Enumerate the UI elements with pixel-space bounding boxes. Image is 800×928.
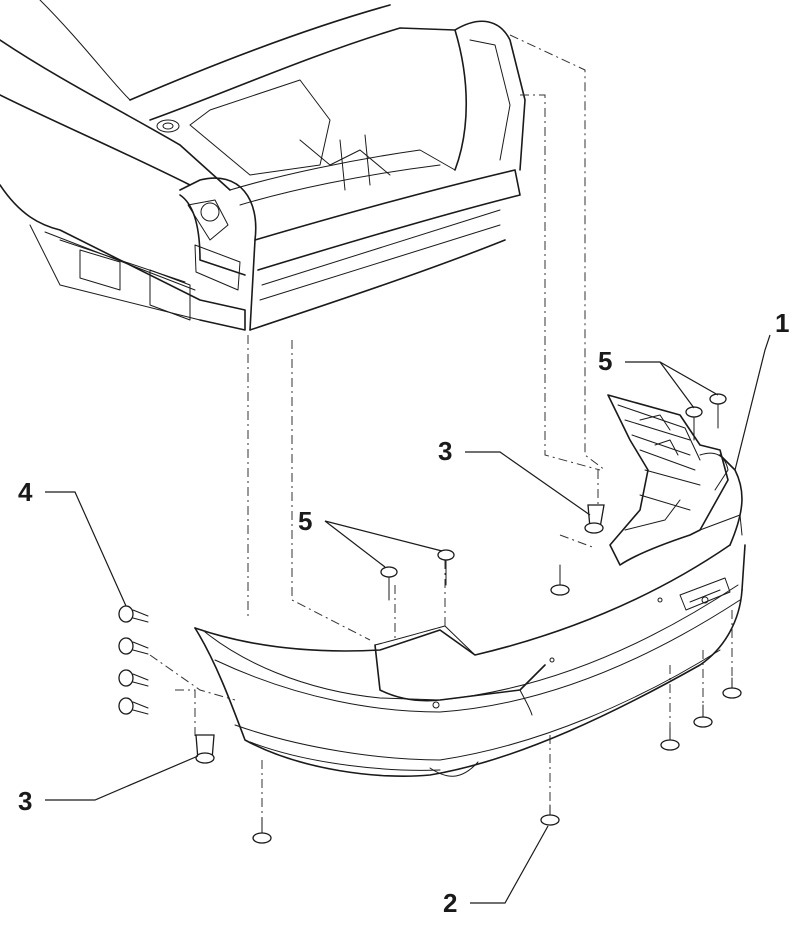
screw-2-r2 — [693, 704, 713, 728]
bumper-guide-bracket — [607, 394, 729, 566]
screw-2-r3 — [722, 677, 742, 699]
callout-3-right: 3 — [438, 436, 452, 466]
callout-2: 2 — [443, 888, 457, 918]
pin-5-right-b — [709, 393, 727, 429]
fasteners — [118, 393, 742, 844]
pin-5-centre-a — [380, 566, 398, 601]
screw-4b — [118, 637, 149, 655]
callout-5-centre: 5 — [298, 506, 312, 536]
screw-4c — [118, 669, 149, 687]
leader-lines — [45, 334, 771, 904]
callout-5-right: 5 — [598, 346, 612, 376]
pin-5-centre-b — [437, 549, 455, 586]
alignment-lines — [149, 34, 733, 820]
callout-labels: 1 5 3 4 5 3 2 — [18, 308, 789, 918]
screw-4a — [118, 605, 149, 623]
car-body-rear — [0, 0, 526, 331]
clip-3-left — [195, 734, 215, 764]
screw-4d — [118, 697, 149, 715]
callout-4: 4 — [18, 477, 33, 507]
screw-bracket — [550, 564, 570, 596]
clip-3-right — [584, 504, 605, 534]
screw-2-centre — [540, 804, 560, 826]
callout-3-left: 3 — [18, 786, 32, 816]
callout-1: 1 — [775, 308, 789, 338]
screw-2-r1 — [660, 727, 680, 751]
bumper-cover — [194, 454, 746, 778]
screw-2-left — [252, 817, 272, 844]
